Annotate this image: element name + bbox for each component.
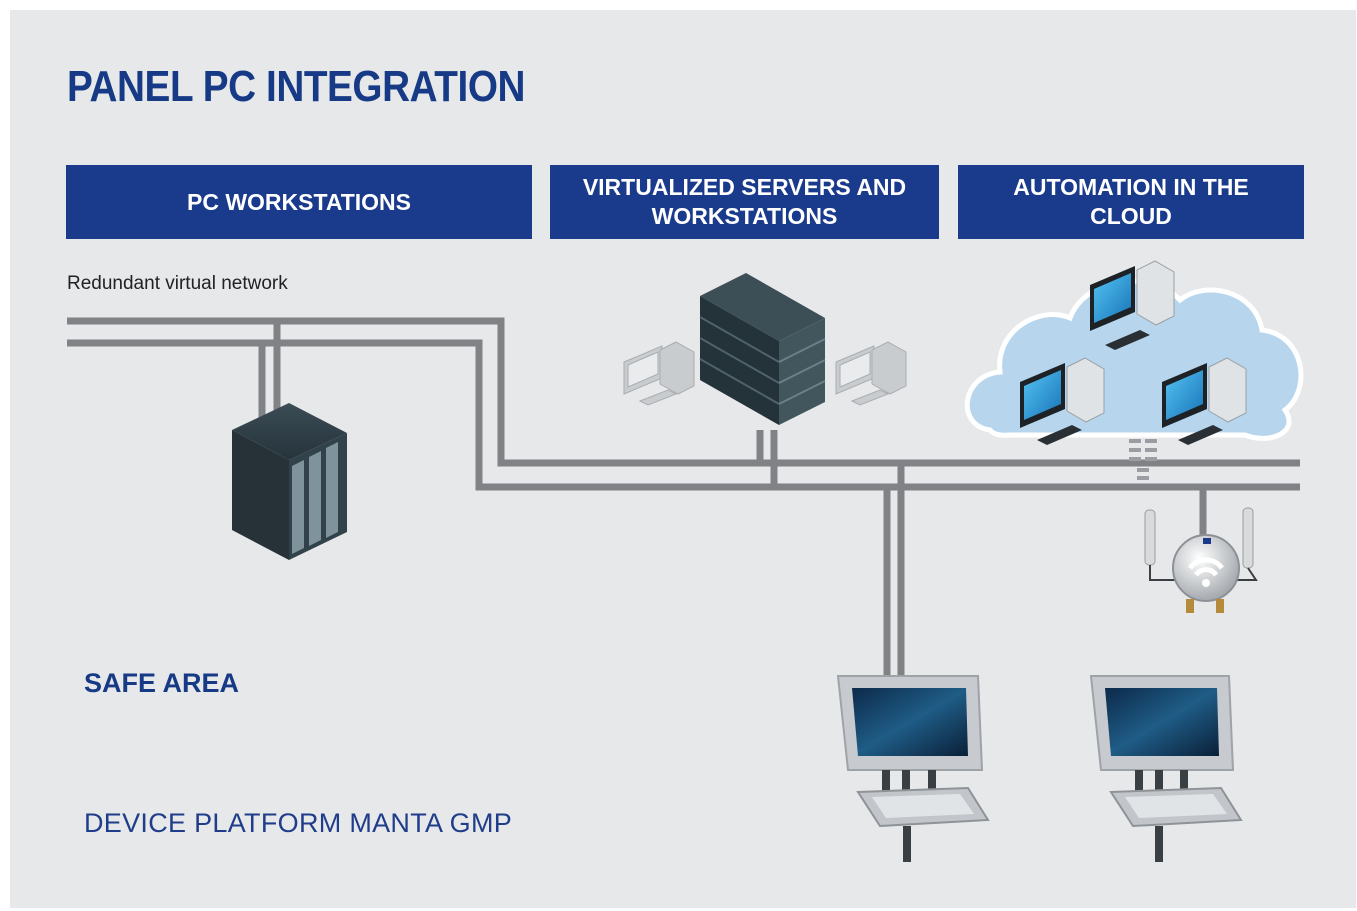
band-pc-workstations-label: PC WORKSTATIONS [186, 188, 412, 215]
workstation-grey-right-icon [835, 341, 907, 406]
cloud-workstation-right-icon [1162, 357, 1247, 445]
network-label: Redundant virtual network [67, 273, 288, 294]
wireless-link [1129, 430, 1157, 480]
band-cloud-automation: AUTOMATION IN THE CLOUD [958, 165, 1304, 239]
band-pc-workstations: PC WORKSTATIONS [66, 165, 532, 239]
server-stack-icon [699, 273, 826, 425]
band-cloud-automation-label: AUTOMATION IN THE CLOUD [1013, 174, 1249, 229]
panel-pc-left-icon [836, 675, 990, 862]
server-rack-icon [232, 403, 347, 560]
band-virtualized-servers-label: VIRTUALIZED SERVERS AND WORKSTATIONS [582, 174, 907, 229]
panel-pc-right-icon [1089, 675, 1243, 862]
band-virtualized-servers: VIRTUALIZED SERVERS AND WORKSTATIONS [550, 165, 939, 239]
page-title: PANEL PC INTEGRATION [67, 62, 526, 111]
cloud-workstation-top-icon [1090, 260, 1175, 350]
safe-area-label: SAFE AREA [84, 668, 240, 698]
wifi-access-point-icon [1144, 507, 1258, 613]
workstation-grey-left-icon [623, 341, 695, 406]
cloud-workstation-left-icon [1020, 357, 1105, 445]
device-platform-label: DEVICE PLATFORM MANTA GMP [84, 808, 513, 838]
network-lines [67, 317, 1300, 676]
